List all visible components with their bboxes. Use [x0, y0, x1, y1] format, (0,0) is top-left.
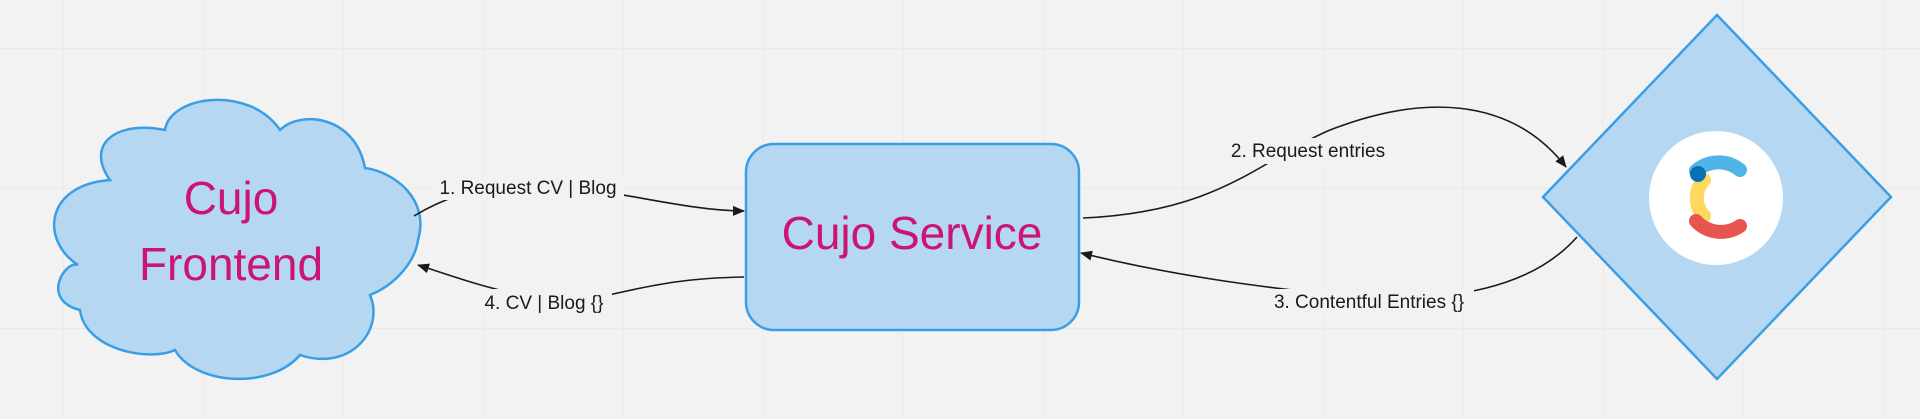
edge-label-background: [476, 289, 612, 315]
edge-label: 3. Contentful Entries {}: [1274, 292, 1464, 313]
edge-label-background: [1264, 289, 1474, 315]
service-label: Cujo Service: [782, 207, 1043, 259]
node-cujo-service[interactable]: Cujo Service: [744, 142, 1081, 332]
edge-label-background: [1222, 138, 1394, 164]
service-box: [744, 142, 1081, 332]
edge-label: 2. Request entries: [1231, 141, 1385, 162]
contentful-logo-icon: [1649, 131, 1783, 265]
edge-request-entries[interactable]: 2. Request entries: [1082, 106, 1567, 219]
edge-contentful-entries[interactable]: 3. Contentful Entries {}: [1080, 236, 1578, 315]
edge-label-background: [432, 174, 624, 200]
edge-line: [1082, 106, 1567, 219]
node-cujo-frontend[interactable]: Cujo Frontend: [52, 98, 422, 381]
edge-cv-blog-response[interactable]: 4. CV | Blog {}: [417, 263, 745, 315]
frontend-label-line2: Frontend: [139, 238, 323, 290]
edge-request-cv-blog[interactable]: 1. Request CV | Blog: [413, 174, 745, 217]
edge-label: 4. CV | Blog {}: [484, 293, 603, 314]
cloud-shape: [52, 98, 422, 381]
edge-label: 1. Request CV | Blog: [439, 178, 616, 199]
node-contentful[interactable]: [1541, 13, 1893, 381]
frontend-label-line1: Cujo: [184, 172, 279, 224]
